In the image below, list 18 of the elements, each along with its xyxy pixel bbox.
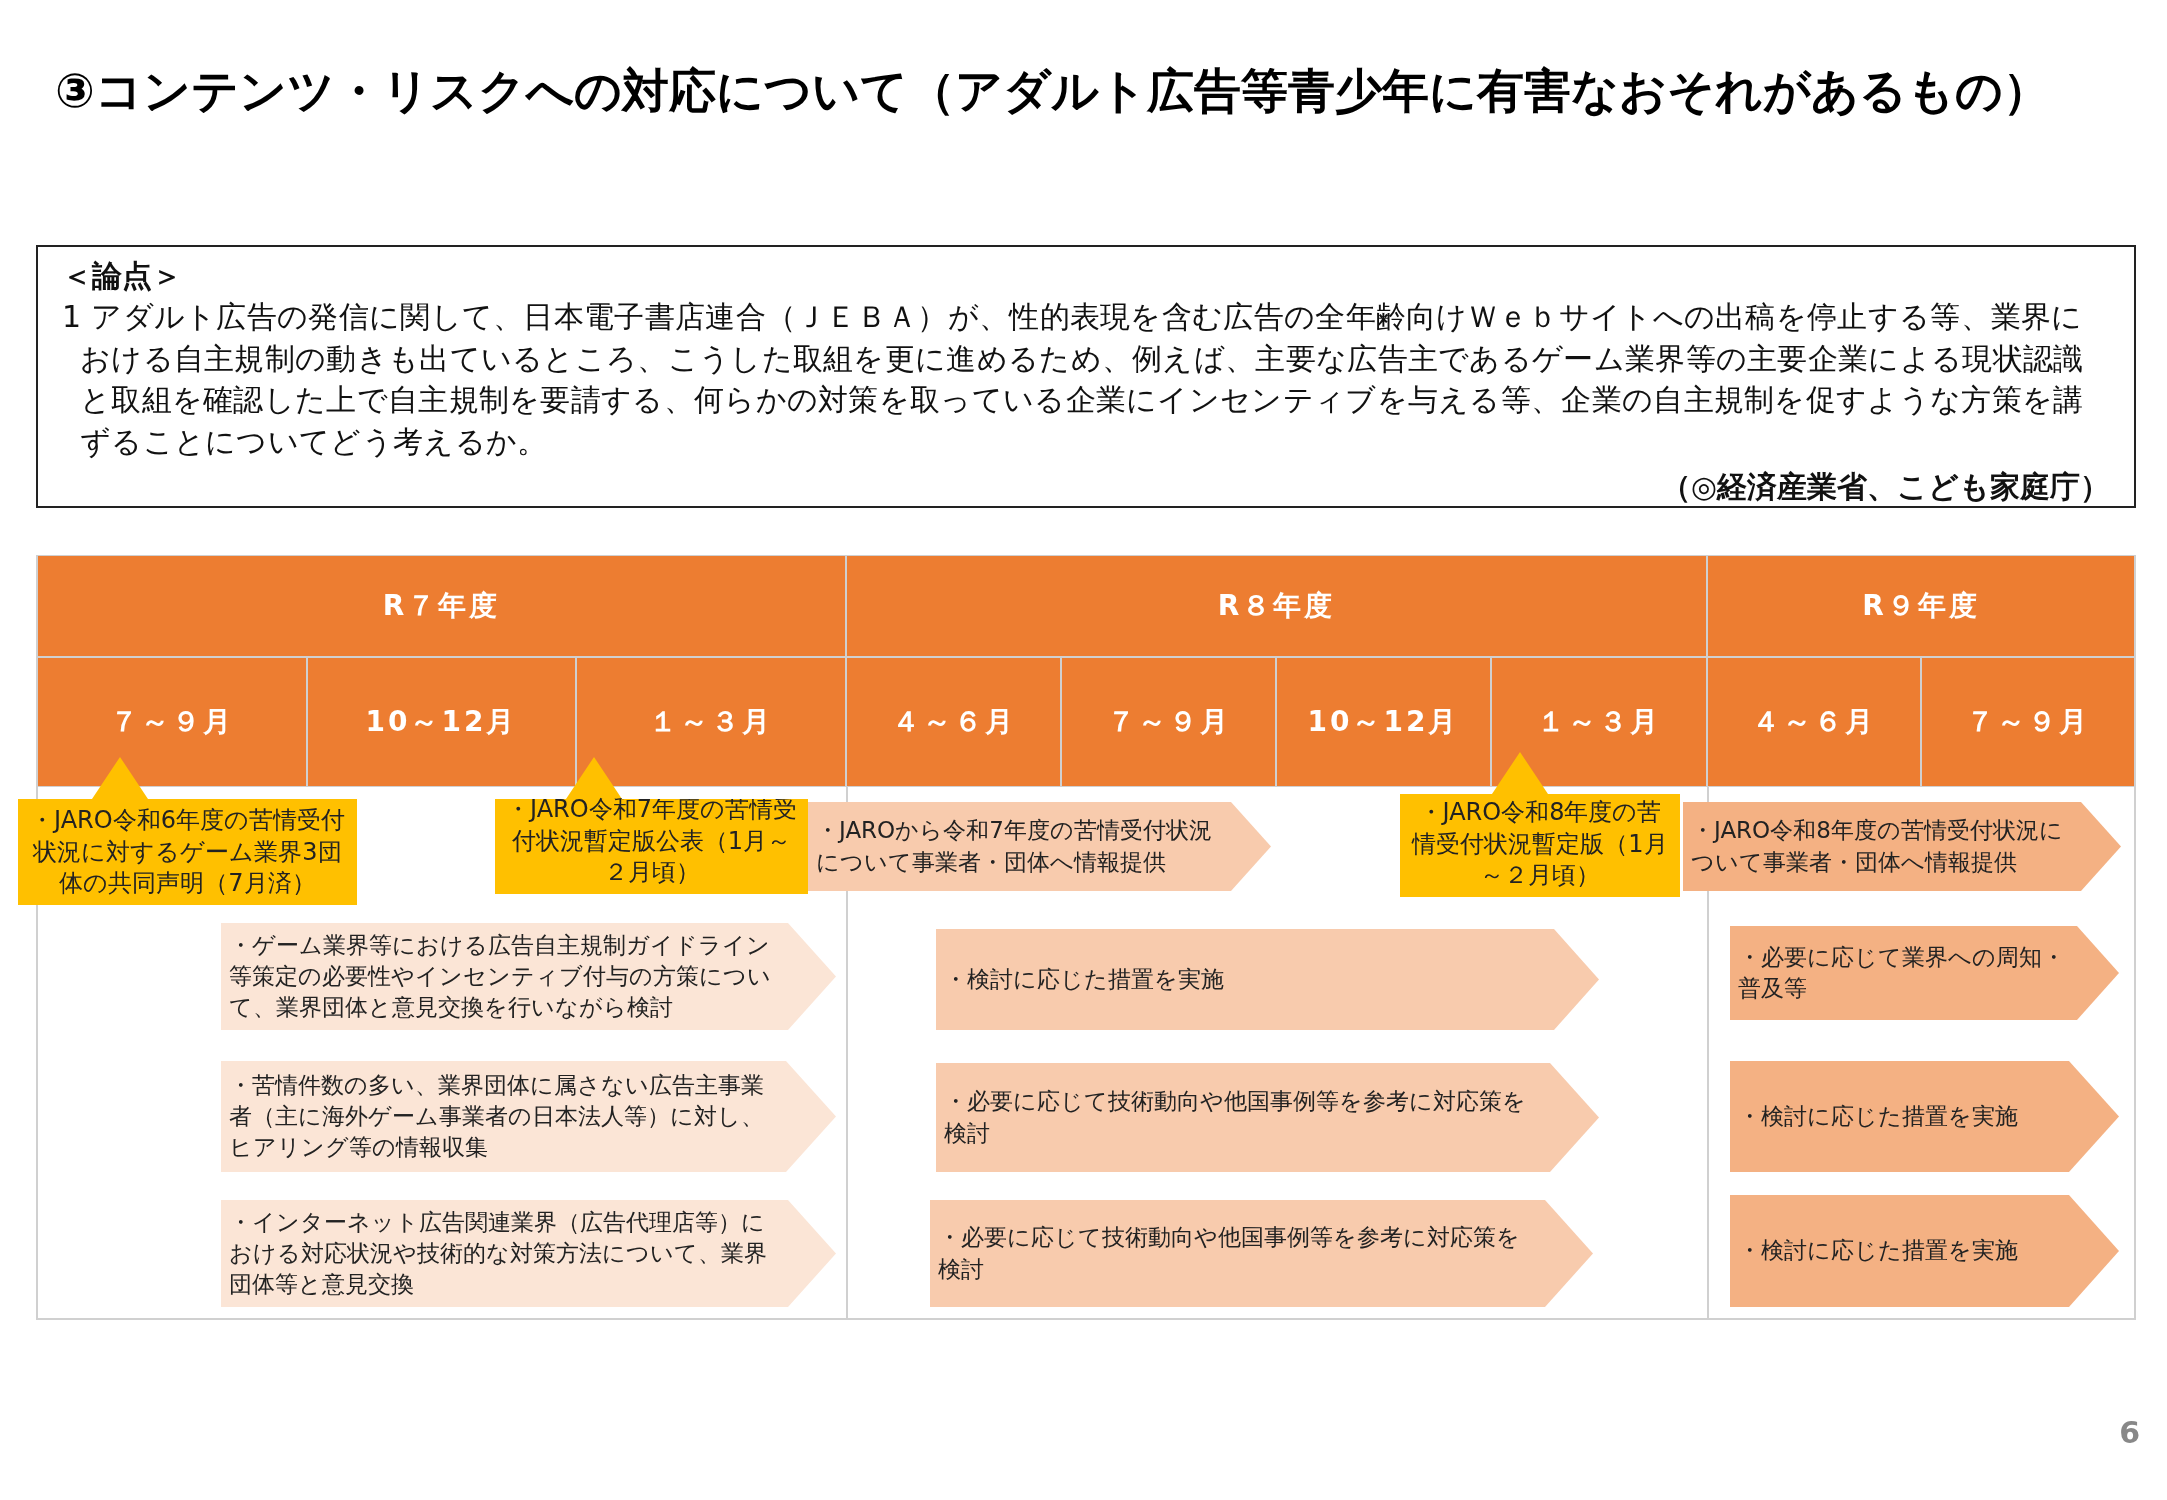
header-cell: 10～12月 [307, 657, 576, 787]
header-cell: 10～12月 [1276, 657, 1491, 787]
header-cell: R８年度 [846, 555, 1707, 657]
box-heading: ＜論点＞ [62, 257, 182, 295]
header-cell: ７～９月 [37, 657, 307, 787]
header-cell: １～３月 [1491, 657, 1707, 787]
attribution-text: （◎経済産業省、こども家庭庁） [1660, 467, 2110, 506]
header-cell: ４～６月 [1707, 657, 1921, 787]
header-cell: ７～９月 [1061, 657, 1276, 787]
page-title: ③コンテンツ・リスクへの対応について（アダルト広告等青少年に有害なおそれがあるもの） [55, 62, 2050, 120]
header-cell: R７年度 [37, 555, 846, 657]
page-number: 6 [2118, 1415, 2140, 1452]
header-cell: ７～９月 [1921, 657, 2135, 787]
issue-box [36, 245, 2136, 508]
header-cell: R９年度 [1707, 555, 2135, 657]
header-cell: ４～６月 [846, 657, 1061, 787]
header-cell: １～３月 [576, 657, 846, 787]
body-text: 1 アダルト広告の発信に関して、日本電子書店連合（ＪＥＢＡ）が、性的表現を含む広告の全年齢向けＷｅｂサイトへの出稿を停止する等、業界における自主規制の動きも出ているところ、こうした取組を更に進めるため、例えば、主要な広告主であるゲーム業界等の主要企業による現状認識と取組を確認した上で自主規制を要請する、何らかの対策を取っている企業にインセンティブを与える等、企業の自主規制を促すような方策を講ずることについてどう考えるか。 [62, 298, 2085, 461]
